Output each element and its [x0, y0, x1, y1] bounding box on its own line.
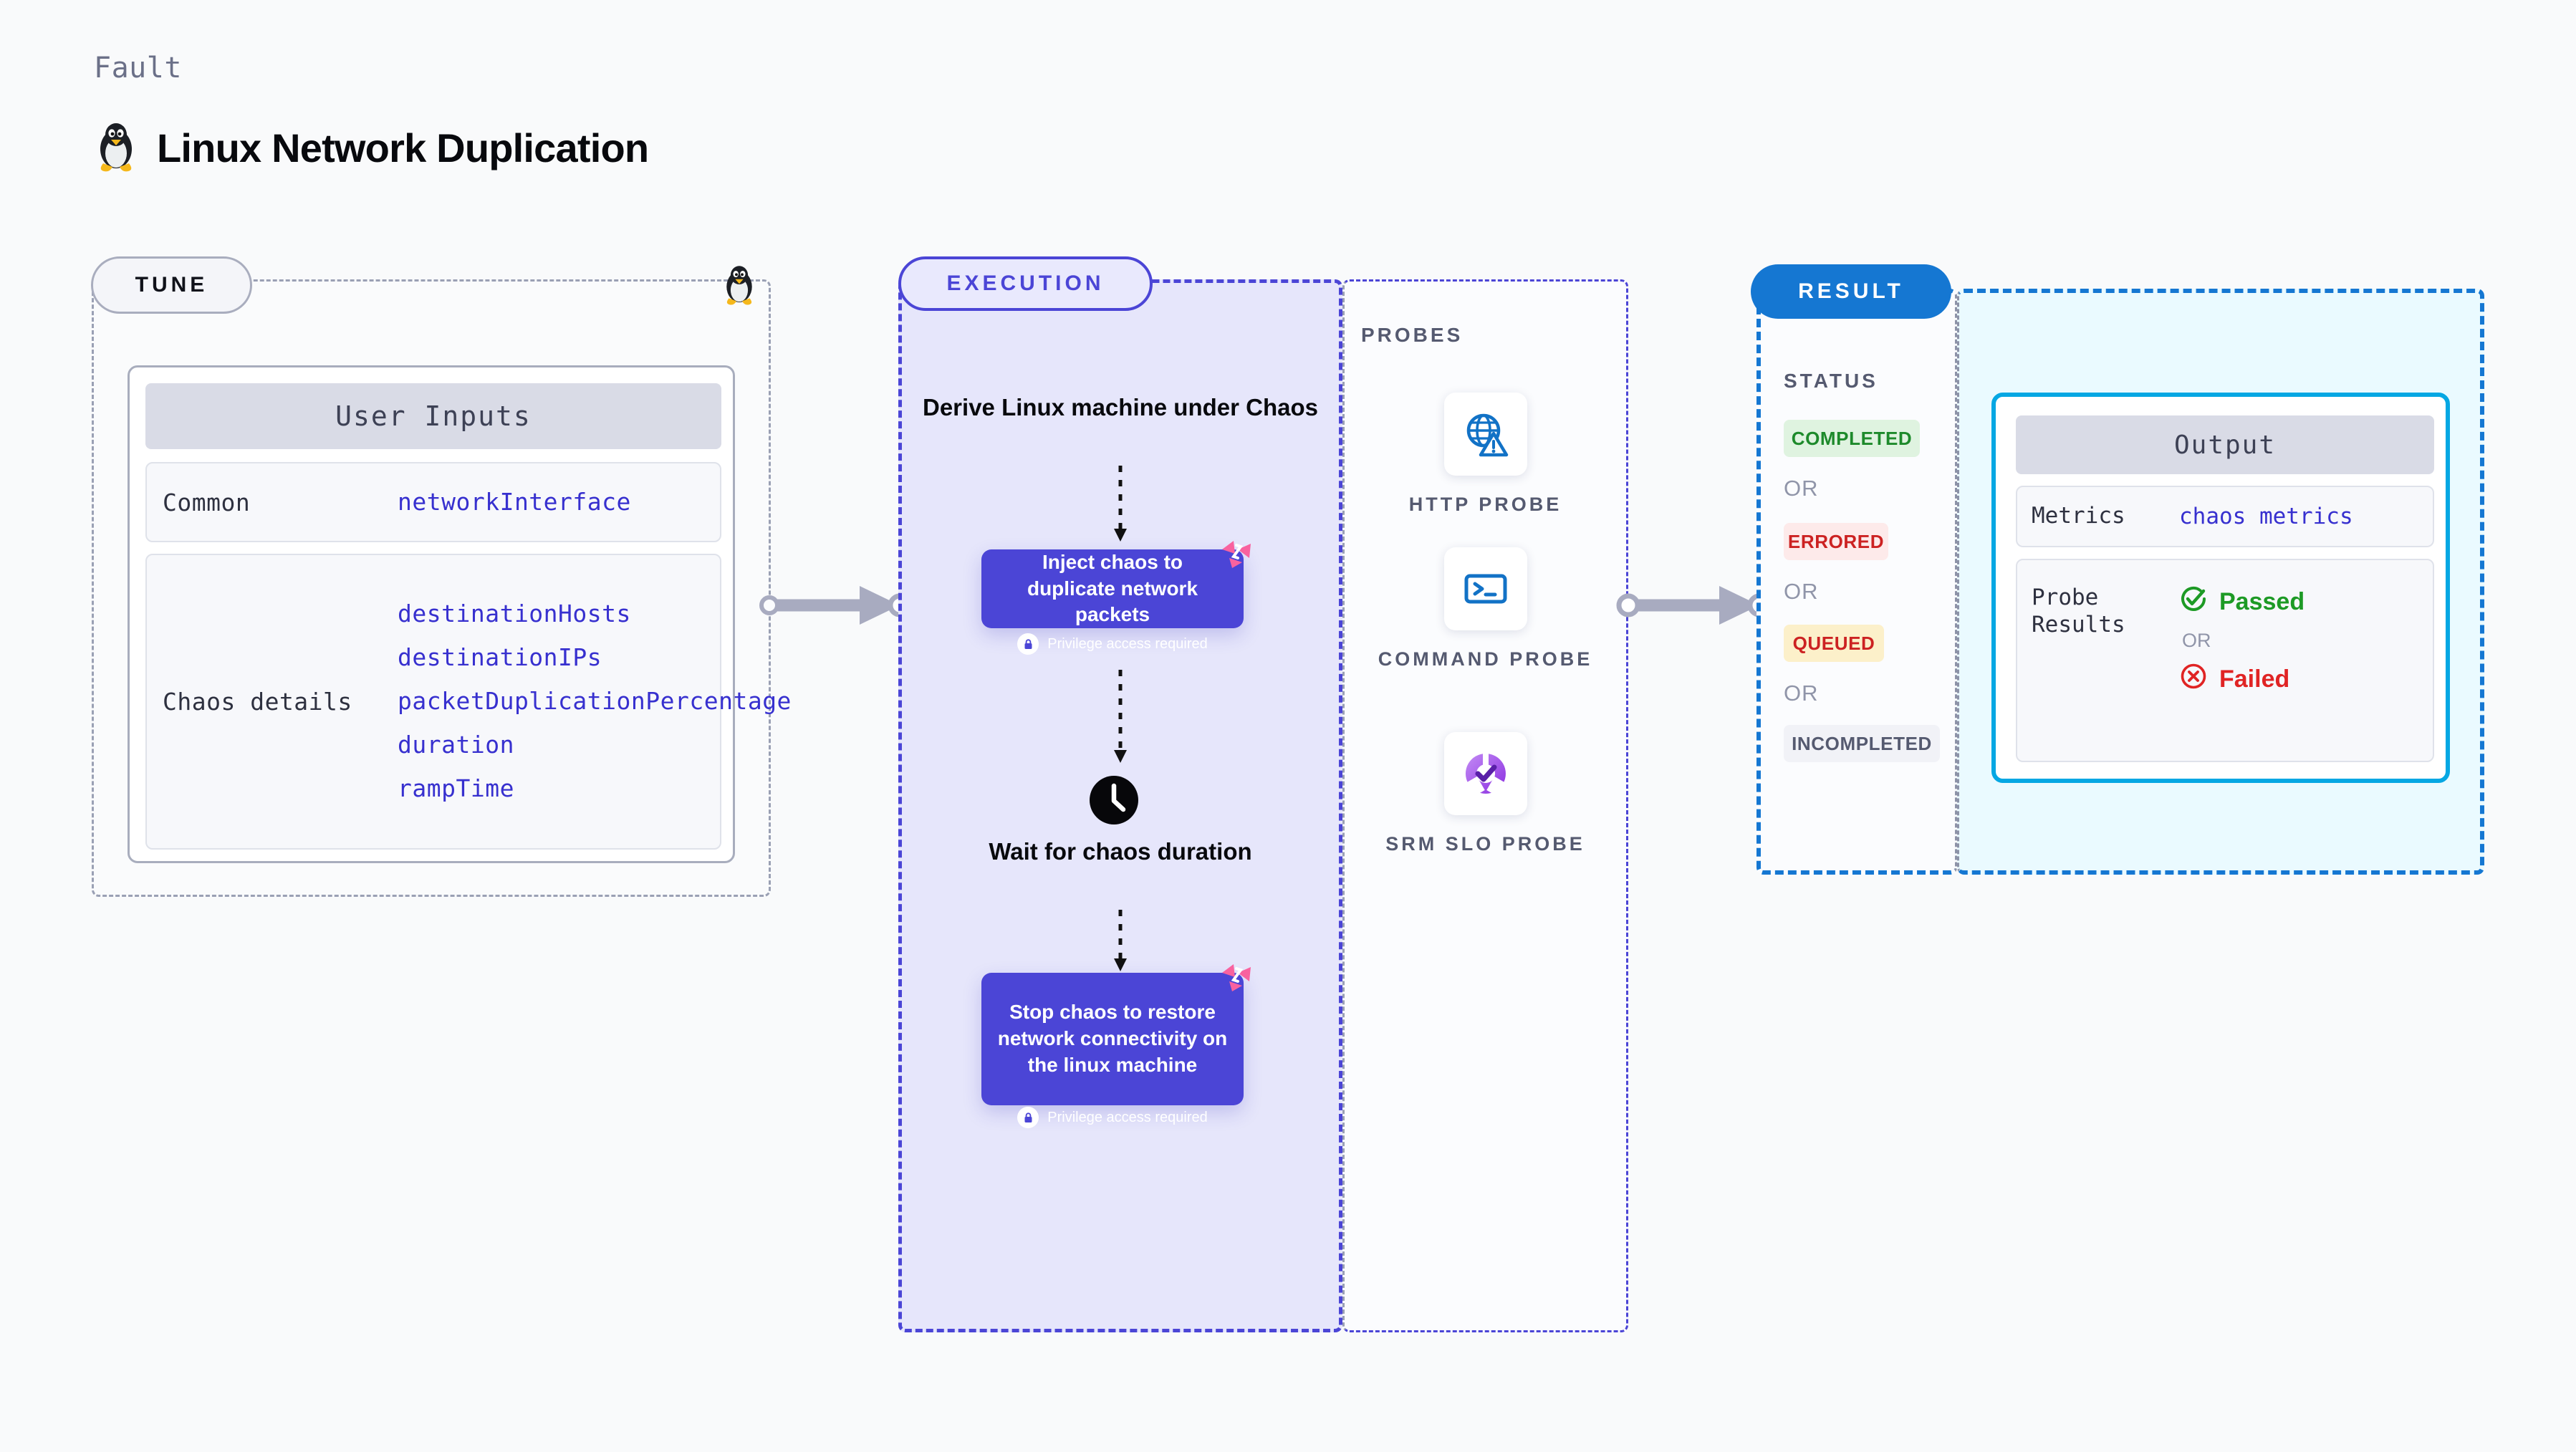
execution-step-2-box: Inject chaos to duplicate network packet… [981, 541, 1251, 628]
execution-step-1-title: Derive Linux machine under Chaos [923, 394, 1318, 420]
check-circle-icon [2179, 585, 2208, 620]
output-card-title: Output [2016, 415, 2434, 474]
user-inputs-title: User Inputs [145, 383, 721, 449]
result-panel: RESULT [1751, 264, 1957, 875]
common-inputs-values: networkInterface [398, 487, 691, 516]
page-title: Linux Network Duplication [157, 125, 649, 170]
probe-srm-slo[interactable]: SRM SLO PROBE [1342, 732, 1628, 857]
litmus-chaos-badge-icon [1218, 534, 1255, 574]
status-or-2: OR [1784, 579, 1819, 604]
donut-check-icon [1443, 732, 1527, 815]
terminal-icon [1443, 547, 1527, 630]
execution-step-2-privilege: Privilege access required [981, 633, 1244, 655]
globe-warning-icon [1443, 393, 1527, 476]
probe-command-label: COMMAND PROBE [1378, 648, 1593, 670]
clock-icon [1088, 774, 1140, 830]
status-badge-errored: ERRORED [1784, 523, 1888, 560]
probe-results-label: Probe Results [2032, 585, 2125, 638]
verdict-failed-label: Failed [2219, 665, 2290, 693]
input-network-interface: networkInterface [398, 487, 631, 516]
linux-penguin-icon [721, 264, 757, 309]
input-ramp-time: rampTime [398, 774, 514, 802]
verdict-failed: Failed [2179, 662, 2305, 697]
chaos-details-values: destinationHosts destinationIPs packetDu… [398, 600, 792, 803]
verdict-passed-label: Passed [2219, 588, 2305, 615]
probe-command[interactable]: COMMAND PROBE [1342, 547, 1628, 672]
page-title-row: Linux Network Duplication [94, 120, 649, 176]
input-packet-duplication-percentage: packetDuplicationPercentage [398, 687, 792, 716]
metrics-label: Metrics [2032, 503, 2125, 529]
status-badge-queued: QUEUED [1784, 625, 1884, 662]
status-caption: STATUS [1784, 370, 1878, 392]
input-destination-ips: destinationIPs [398, 643, 602, 672]
execution-pill-label: EXECUTION [898, 256, 1153, 311]
arrow-step1-to-step2 [1114, 466, 1127, 542]
output-card: Output Metrics chaos metrics Probe Resul… [1991, 393, 2450, 783]
arrow-step3-to-step4 [1114, 910, 1127, 971]
x-circle-icon [2179, 662, 2208, 697]
metrics-row: Metrics chaos metrics [2016, 486, 2434, 547]
status-badge-incompleted: INCOMPLETED [1784, 725, 1940, 762]
connector-tune-to-execution [759, 586, 910, 625]
execution-step-2-privilege-label: Privilege access required [1047, 635, 1208, 652]
probe-results-row: Probe Results Passed OR [2016, 559, 2434, 762]
probe-srm-slo-label: SRM SLO PROBE [1385, 833, 1585, 855]
status-badge-completed: COMPLETED [1784, 420, 1920, 457]
chaos-details-label: Chaos details [163, 688, 352, 716]
probes-caption: PROBES [1361, 324, 1464, 346]
result-pill-label: RESULT [1751, 264, 1951, 319]
verdict-passed: Passed [2179, 585, 2305, 620]
user-inputs-card: User Inputs Common networkInterface Chao… [128, 365, 792, 863]
connector-probes-to-result [1616, 586, 1769, 625]
execution-step-2-title: Inject chaos to duplicate network packet… [1027, 550, 1198, 626]
metrics-value: chaos metrics [2179, 504, 2353, 529]
common-inputs-label: Common [163, 488, 251, 516]
litmus-chaos-badge-icon [1218, 957, 1255, 998]
execution-step-4-privilege: Privilege access required [981, 1107, 1244, 1128]
chaos-details-row: Chaos details destinationHosts destinati… [145, 554, 792, 850]
execution-step-4-privilege-label: Privilege access required [1047, 1109, 1208, 1125]
lock-icon [1017, 633, 1039, 655]
linux-penguin-icon [94, 120, 138, 176]
execution-step-3-title: Wait for chaos duration [989, 838, 1252, 865]
probe-verdicts: Passed OR Failed [2179, 585, 2305, 697]
probe-http[interactable]: HTTP PROBE [1342, 393, 1628, 517]
input-destination-hosts: destinationHosts [398, 600, 631, 628]
input-duration: duration [398, 730, 514, 759]
tune-pill-label: TUNE [91, 256, 252, 314]
lock-icon [1017, 1107, 1039, 1128]
execution-step-4-box: Stop chaos to restore network connectivi… [981, 964, 1251, 1105]
probe-http-label: HTTP PROBE [1408, 494, 1562, 515]
verdict-or: OR [2182, 630, 2211, 651]
result-panel-body [1756, 289, 1957, 875]
page-kicker: Fault [94, 52, 182, 85]
execution-step-4-title: Stop chaos to restore network connectivi… [997, 1001, 1228, 1076]
arrow-step2-to-step3 [1114, 670, 1127, 763]
status-or-3: OR [1784, 681, 1819, 706]
status-or-1: OR [1784, 476, 1819, 501]
common-inputs-row: Common networkInterface [145, 462, 721, 542]
